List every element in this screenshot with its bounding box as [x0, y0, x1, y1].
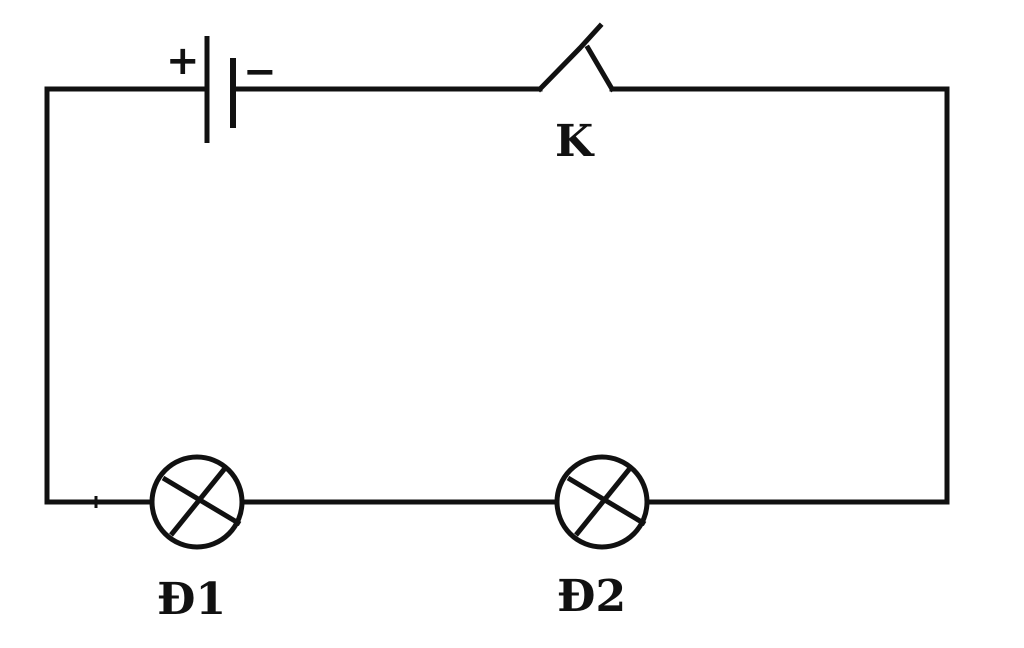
lamp-d2-label: Đ2: [557, 571, 626, 622]
lamp-d2-cross-b: [574, 465, 633, 537]
wires: [44, 86, 950, 508]
battery-minus-label: −: [243, 49, 277, 95]
switch-contact: [584, 44, 616, 93]
switch-k: K: [536, 22, 616, 167]
lamp-d1: Đ1: [149, 454, 245, 625]
lamp-d1-label: Đ1: [157, 574, 226, 625]
switch-label: K: [555, 116, 595, 167]
lamp-d2: Đ2: [554, 454, 650, 622]
battery: + −: [166, 36, 277, 143]
switch-blade: [536, 22, 604, 93]
lamp-d1-cross-b: [169, 465, 228, 537]
battery-plus-label: +: [166, 38, 200, 84]
